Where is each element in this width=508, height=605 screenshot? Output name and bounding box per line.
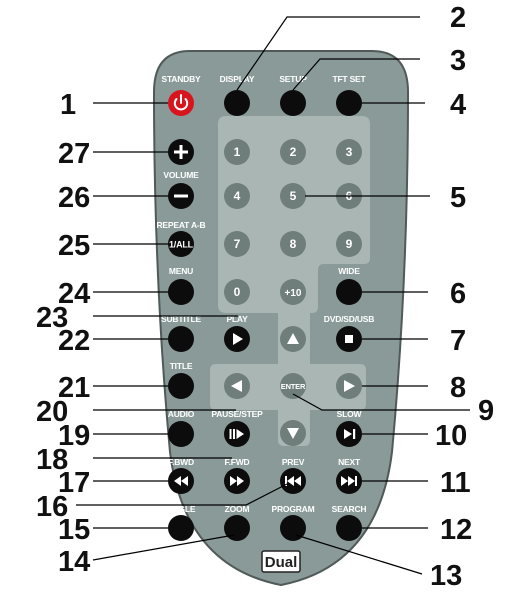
numpad-label: 0 [234,285,241,299]
callout-10: 10 [435,420,467,452]
callout-11: 11 [440,467,471,499]
callout-2: 2 [450,2,466,34]
numpad-label: 3 [346,145,353,159]
stop-icon [345,335,353,343]
callout-4: 4 [450,89,466,121]
program-label: PROGRAM [272,504,315,514]
callout-12: 12 [440,514,472,546]
callout-21: 21 [58,372,90,404]
callout-1: 1 [60,89,76,121]
search-label: SEARCH [332,504,367,514]
callout-6: 6 [450,278,466,310]
callout-13: 13 [430,560,462,592]
repeat-button-text: 1/ALL [169,240,194,250]
audio-button[interactable] [168,421,194,447]
numpad-label: 7 [234,237,241,251]
callout-27: 27 [58,138,90,170]
brand-logo: Dual [265,554,298,571]
wide-button[interactable] [336,279,362,305]
numpad-label: 8 [290,237,297,251]
menu-button[interactable] [168,279,194,305]
callout-9: 9 [478,395,494,427]
dvd-sd-usb-label: DVD/SD/USB [324,314,374,324]
setup-button[interactable] [280,90,306,116]
callout-3: 3 [450,45,466,77]
search-button[interactable] [336,515,362,541]
wide-label: WIDE [338,266,360,276]
repeat-ab-label: REPEAT A-B [156,220,205,230]
display-label: DISPLAY [220,74,255,84]
callout-26: 26 [58,182,90,214]
callout-7: 7 [450,325,466,357]
angle-button[interactable] [168,515,194,541]
volume-label: VOLUME [163,170,199,180]
numpad-label: 1 [234,145,241,159]
display-button[interactable] [224,90,250,116]
tft-set-button[interactable] [336,90,362,116]
callout-14: 14 [58,546,90,578]
enter-button-text: ENTER [281,382,306,391]
numpad-label: 9 [346,237,353,251]
callout-8: 8 [450,372,466,404]
numpad-label: +10 [285,288,302,299]
numpad-label: 5 [290,189,297,203]
standby-label: STANDBY [161,74,201,84]
numpad-label: 2 [290,145,297,159]
title-label: TITLE [170,361,193,371]
callout-24: 24 [58,278,90,310]
prev-label: PREV [282,457,305,467]
next-label: NEXT [338,457,361,467]
subtitle-button[interactable] [168,326,194,352]
callout-25: 25 [58,230,90,262]
zoom-button[interactable] [224,515,250,541]
callout-5: 5 [450,182,466,214]
tft-set-label: TFT SET [332,74,366,84]
menu-label: MENU [169,266,193,276]
title-button[interactable] [168,373,194,399]
numpad-label: 4 [234,189,241,203]
